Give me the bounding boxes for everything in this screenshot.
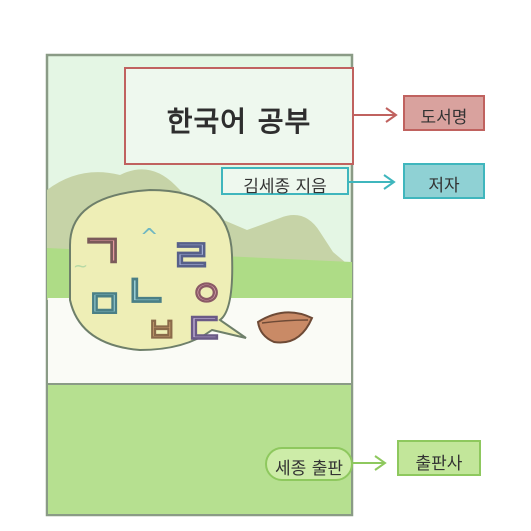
title-tag	[403, 95, 485, 131]
letter-nieun: ㄴ	[124, 264, 168, 320]
author-box	[221, 167, 349, 195]
author-tag	[403, 163, 485, 199]
letter-caret: ^	[140, 225, 158, 250]
mouth-line	[261, 319, 309, 324]
publisher-tag	[397, 440, 481, 476]
publisher-arrow-head	[374, 455, 387, 471]
speech-bubble	[69, 188, 247, 352]
author-arrow-head	[383, 174, 396, 190]
author-tag-label: 저자	[428, 176, 460, 196]
publisher-box	[265, 447, 353, 481]
publisher-tag-label: 출판사	[415, 454, 463, 474]
book-author: 김세종 지음	[243, 177, 327, 197]
letter-rieul: ㄹ	[170, 229, 212, 283]
letter-ieung: ㅇ	[190, 274, 223, 315]
title-box	[124, 67, 354, 165]
tilde-mark: ~	[73, 256, 88, 277]
letter-bieup: ㅂ	[146, 311, 177, 351]
letter-mieum: ㅁ	[86, 282, 123, 328]
title-tag-label: 도서명	[420, 108, 468, 128]
letter-giyeok: ㄱ	[80, 224, 124, 280]
book-publisher: 세종 출판	[275, 459, 343, 479]
book-title: 한국어 공부	[166, 105, 312, 138]
title-arrow-head	[385, 107, 398, 123]
letter-digeut: ㄷ	[184, 304, 224, 355]
